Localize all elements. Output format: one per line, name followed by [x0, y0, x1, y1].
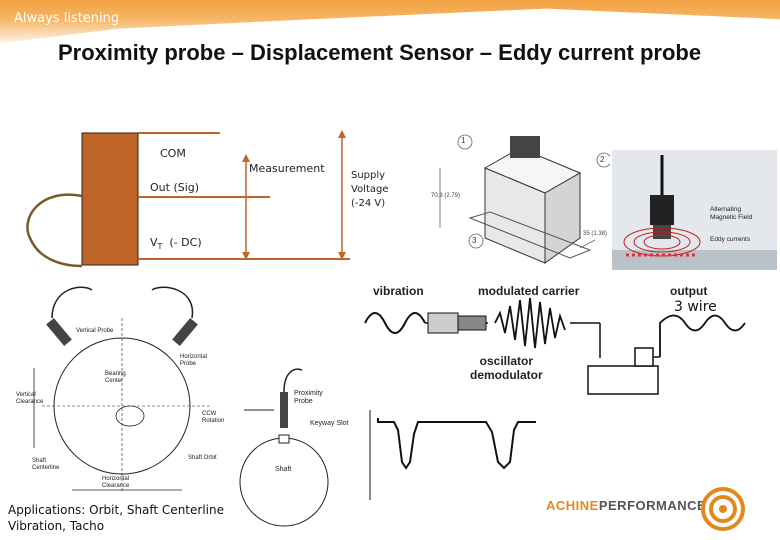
keyphasor-waveform — [369, 410, 536, 500]
probe-thread — [457, 315, 487, 331]
measurement-arrow-head-down — [242, 252, 250, 260]
dim-line-depth — [579, 239, 596, 249]
output-label: output — [670, 284, 708, 298]
supply-line-3: (-24 V) — [351, 198, 386, 209]
keyphasor-cable — [283, 368, 303, 393]
supply-label: Supply Voltage (-24 V) — [351, 169, 389, 211]
applications-text: Applications: Orbit, Shaft Centerline Vi… — [8, 502, 224, 534]
eddy-label-3: Eddy currents — [710, 236, 751, 243]
orbit-label-shaft-orbit: Shaft Orbit — [188, 455, 217, 461]
modulated-label: modulated carrier — [478, 284, 580, 298]
vibration-wave — [364, 312, 426, 334]
keyphasor-label-keyway: Keyway Slot — [310, 420, 349, 427]
shaft-orbit — [115, 405, 145, 427]
com-label: COM — [160, 147, 186, 160]
orbit-label-horizontal-clearance: Horizontal Clearance — [102, 476, 130, 489]
keyphasor-label-shaft: Shaft — [275, 466, 292, 473]
eddy-label-1: Alternating — [710, 206, 742, 213]
logo-mark-icon — [701, 487, 745, 531]
logo-text-b: PERFORMANCE — [598, 498, 707, 513]
tagline: Always listening — [14, 11, 120, 26]
orbit-label-vertical-probe: Vertical Probe — [76, 328, 114, 334]
keyphasor-probe — [280, 392, 288, 428]
field-loop-3 — [643, 234, 681, 250]
keyway-slot — [278, 434, 290, 444]
probe-tip — [650, 195, 674, 225]
oscillator-line-2: demodulator — [470, 368, 543, 382]
logo-ring-outer — [701, 487, 745, 531]
supply-arrow-head-up — [338, 130, 346, 138]
orbit-label-vertical-clearance: Vertical Clearance — [16, 392, 44, 405]
driver-side — [544, 172, 581, 264]
orbit-label-shaft-centerline: Shaft Centerline — [32, 458, 60, 471]
callout-1: 1 — [461, 136, 466, 145]
callout-circle-1 — [457, 134, 473, 150]
vibration-label: vibration — [373, 284, 424, 298]
orbit-label-bearing-center: Bearing Center — [105, 371, 126, 384]
oscillator-line-1: oscillator — [479, 354, 534, 368]
field-loop-2 — [633, 231, 691, 253]
eddy-current-figure: Alternating Magnetic Field Eddy currents — [612, 150, 777, 270]
orbit-figure — [33, 286, 212, 493]
orbit-labels: Vertical Probe Horizontal Probe Bearing … — [12, 278, 232, 498]
target-surface — [612, 250, 777, 270]
callout-2: 2 — [600, 155, 605, 164]
keyphasor-figure — [239, 368, 329, 527]
callout-circle-3 — [468, 233, 484, 249]
logo-wordmark: ACHINEPERFORMANCE — [546, 498, 706, 513]
applications-line-1: Applications: Orbit, Shaft Centerline — [8, 503, 224, 517]
probe-cable — [26, 193, 83, 268]
horizontal-probe — [172, 318, 198, 346]
measurement-label: Measurement — [249, 162, 325, 175]
driver-connector — [510, 136, 540, 158]
logo-dot — [719, 505, 727, 513]
measurement-arrow-head-up — [242, 154, 250, 162]
probe-body — [81, 132, 139, 266]
modulated-wave — [494, 297, 566, 349]
din-rail — [468, 211, 592, 259]
vt-dc: (- DC) — [169, 236, 202, 249]
keyphasor-trace — [377, 418, 536, 470]
three-wire-label: 3 wire — [674, 299, 717, 315]
keyphasor-label-probe: Proximity Probe — [294, 390, 323, 405]
callout-3: 3 — [472, 236, 477, 245]
logo-ring-inner — [709, 495, 737, 523]
eddy-label-2: Magnetic Field — [710, 214, 753, 221]
probe-housing — [427, 312, 459, 334]
vt-subscript: T — [157, 242, 163, 252]
driver-technical-drawing — [439, 134, 610, 264]
callout-circle-2 — [596, 152, 610, 168]
oscillator-label: oscillator demodulator — [470, 354, 543, 382]
vertical-probe — [46, 318, 72, 346]
supply-line-1: Supply — [351, 170, 386, 181]
dim-depth: 35 (1.38) — [583, 231, 608, 237]
vt-label: VT (- DC) — [150, 236, 202, 251]
oscillator-box — [587, 365, 659, 395]
orbit-label-ccw-rotation: CCW Rotation — [202, 411, 225, 424]
osc-connector — [634, 347, 654, 367]
slide-title: Proximity probe – Displacement Sensor – … — [58, 40, 702, 65]
vertical-probe-cable — [51, 286, 93, 319]
signal-chain-figure — [364, 297, 746, 395]
horizontal-probe-cable — [151, 286, 194, 319]
dim-height: 70.8 (2.79) — [431, 193, 461, 199]
eddy-current-drawing — [612, 155, 777, 270]
vt-letter: V — [150, 236, 158, 249]
applications-line-2: Vibration, Tacho — [8, 519, 105, 533]
supply-arrow-head-down — [338, 252, 346, 260]
supply-line-2: Voltage — [351, 184, 389, 195]
wiring-diagram — [26, 130, 350, 268]
keyphasor-shaft — [239, 437, 329, 527]
logo-text-a: ACHINE — [546, 498, 599, 513]
output-wave — [659, 314, 746, 357]
eddy-labels: Alternating Magnetic Field Eddy currents — [710, 206, 752, 244]
orbit-label-horizontal-probe: Horizontal Probe — [180, 354, 208, 367]
out-sig-label: Out (Sig) — [150, 181, 200, 194]
